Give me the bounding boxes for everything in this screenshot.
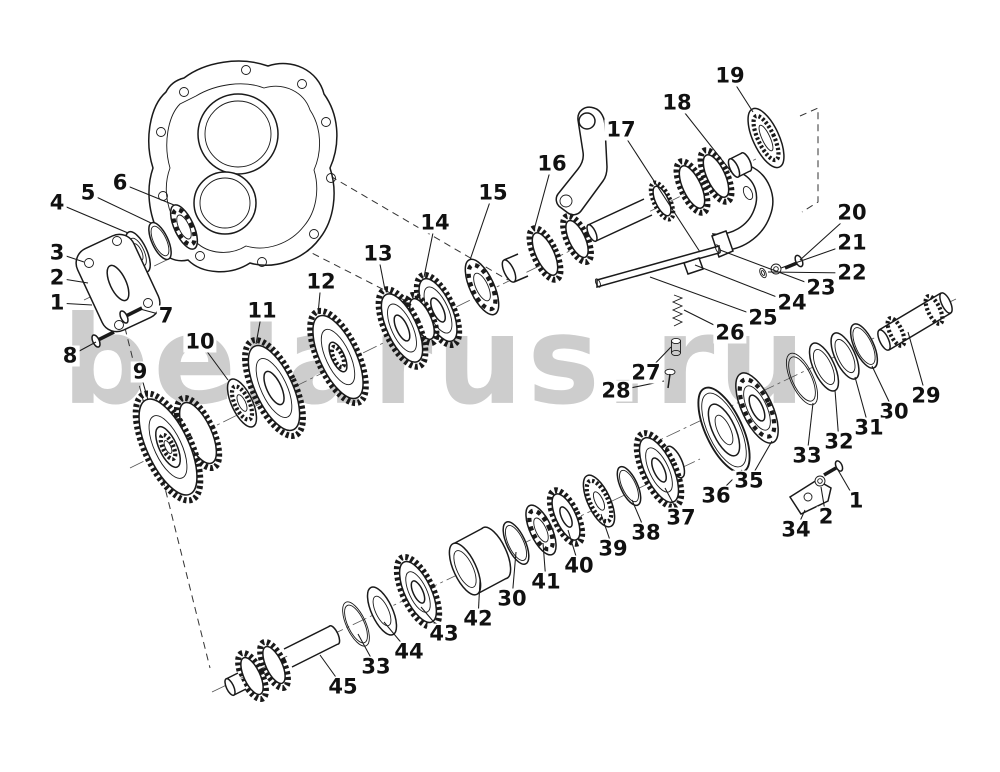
snap-ring-30-right: [849, 323, 879, 369]
gear-13: [375, 286, 440, 370]
part-callout-8: 8: [60, 343, 80, 368]
pin-22: [759, 267, 767, 279]
bolt-7: [119, 306, 143, 324]
part-callout-5: 5: [78, 180, 98, 205]
washer-44: [366, 586, 398, 636]
splined-hub-10: [226, 378, 258, 428]
part-callout-18: 18: [660, 90, 694, 115]
part-callout-26: 26: [713, 320, 747, 345]
part-callout-11: 11: [245, 298, 279, 323]
washer-2-right: [814, 475, 826, 487]
part-callout-32: 32: [822, 429, 856, 454]
part-callout-2: 2: [816, 504, 836, 529]
ring-5: [148, 221, 172, 261]
part-callout-30: 30: [877, 399, 911, 424]
synchro-ring-19: [747, 107, 785, 169]
part-callout-39: 39: [596, 536, 630, 561]
part-callout-14: 14: [418, 210, 452, 235]
leader-line-25: [649, 276, 764, 319]
bolt-8: [91, 330, 115, 348]
leader-line-23: [719, 249, 822, 289]
housing-bolt-holes: [156, 65, 336, 267]
gear-40: [546, 487, 586, 547]
output-shaft-29: [877, 292, 953, 351]
gear-11: [242, 337, 306, 439]
part-callout-2: 2: [47, 265, 67, 290]
bearing-15: [464, 258, 500, 316]
part-callout-30: 30: [495, 586, 529, 611]
gear-43: [393, 553, 443, 631]
bearing-35: [735, 372, 779, 444]
ring-38: [616, 465, 642, 507]
gear-12: [307, 307, 369, 407]
part-callout-1: 1: [47, 290, 67, 315]
main-shaft-16: [501, 147, 753, 283]
part-callout-45: 45: [326, 674, 360, 699]
part-callout-12: 12: [304, 269, 338, 294]
input-shaft-45: [224, 625, 341, 703]
gear-37: [633, 430, 686, 510]
bolt-1-right: [823, 460, 844, 477]
part-callout-20: 20: [835, 200, 869, 225]
bearing-36: [697, 386, 751, 474]
leader-line-5: [87, 192, 152, 224]
sleeve-42: [448, 526, 512, 596]
part-callout-1: 1: [846, 488, 866, 513]
leader-line-29: [907, 331, 927, 397]
circlip-33-lower: [342, 601, 370, 647]
leader-line-4: [56, 202, 129, 234]
part-callout-3: 3: [47, 240, 67, 265]
ring-30-lower: [502, 521, 530, 565]
part-callout-43: 43: [427, 621, 461, 646]
bearing-41: [525, 504, 557, 556]
circlip-33-right: [785, 352, 819, 406]
detent-spring-26: [671, 294, 684, 327]
part-callout-35: 35: [732, 468, 766, 493]
splined-hub-39: [582, 474, 616, 528]
gear-9: [132, 390, 223, 504]
part-callout-40: 40: [562, 553, 596, 578]
shift-lever-17: [555, 106, 608, 216]
part-callout-21: 21: [835, 230, 869, 255]
shift-rod-assembly: [594, 244, 722, 288]
part-callout-31: 31: [852, 415, 886, 440]
part-callout-23: 23: [804, 275, 838, 300]
part-callout-9: 9: [130, 359, 150, 384]
leader-line-18: [676, 102, 734, 175]
part-callout-37: 37: [664, 505, 698, 530]
part-callout-33: 33: [790, 443, 824, 468]
part-callout-22: 22: [835, 260, 869, 285]
part-callout-33: 33: [359, 654, 393, 679]
leader-line-16: [533, 163, 553, 231]
part-callout-7: 7: [156, 303, 176, 328]
part-callout-44: 44: [392, 639, 426, 664]
part-callout-27: 27: [629, 360, 663, 385]
part-callout-17: 17: [604, 117, 638, 142]
detent-plunger-27: [671, 337, 681, 357]
part-callout-24: 24: [775, 290, 809, 315]
part-callout-41: 41: [529, 569, 563, 594]
part-callout-10: 10: [183, 329, 217, 354]
part-callout-15: 15: [476, 180, 510, 205]
part-callout-4: 4: [47, 190, 67, 215]
housing-cover: [148, 60, 338, 273]
leader-line-17: [620, 129, 701, 253]
part-callout-38: 38: [629, 520, 663, 545]
part-callout-42: 42: [461, 606, 495, 631]
part-callout-6: 6: [110, 170, 130, 195]
leader-line-15: [469, 192, 494, 261]
part-callout-16: 16: [535, 151, 569, 176]
part-callout-36: 36: [699, 483, 733, 508]
part-callout-28: 28: [599, 378, 633, 403]
detent-screw-28: [664, 368, 676, 389]
part-callout-13: 13: [361, 241, 395, 266]
part-callout-34: 34: [779, 517, 813, 542]
part-callout-19: 19: [713, 63, 747, 88]
part-callout-25: 25: [746, 305, 780, 330]
flange-plate-3: [75, 233, 161, 333]
part-callout-29: 29: [909, 383, 943, 408]
